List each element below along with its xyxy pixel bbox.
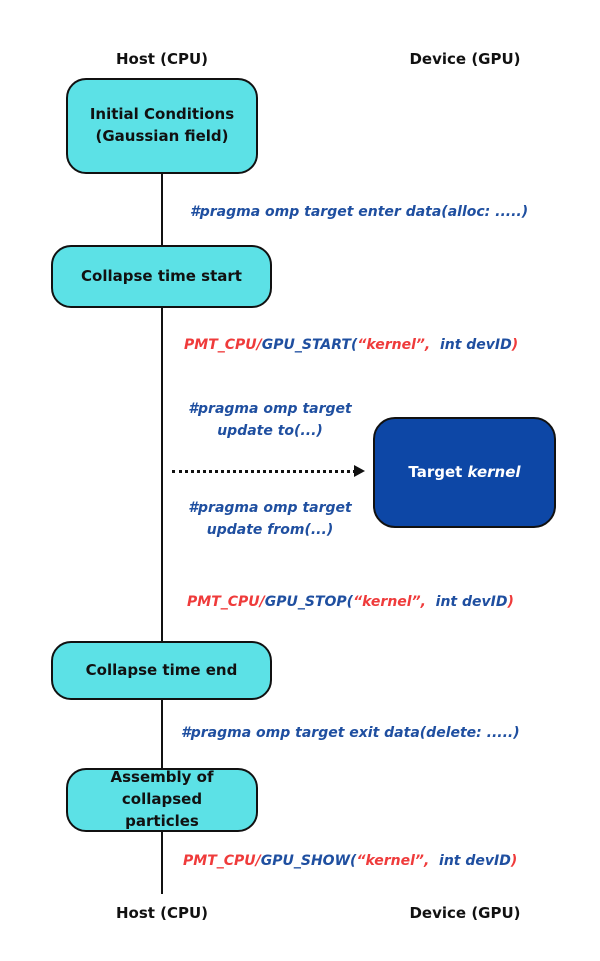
update-to-pragma: #pragma omp target update to(...) (188, 401, 352, 439)
pmt-stop-call: PMT_CPU/GPU_STOP(“kernel”, int devID) (187, 594, 514, 610)
host-column-header-bottom: Host (CPU) (115, 904, 209, 922)
pmt-show-prefix: PMT_CPU/ (183, 853, 261, 869)
device-column-header-bottom: Device (GPU) (409, 904, 521, 922)
assembly-box: Assembly of collapsed particles (66, 768, 258, 832)
pmt-show-close: ) (510, 853, 518, 869)
pmt-stop-arg2: int devID (425, 594, 508, 610)
host-column-header-top: Host (CPU) (115, 50, 209, 68)
timeline-segment-4 (161, 832, 163, 894)
pmt-start-prefix: PMT_CPU/ (184, 337, 262, 353)
target-kernel-box: Target kernel (373, 417, 556, 528)
timeline-segment-2 (161, 308, 163, 641)
target-kernel-prefix: Target (408, 462, 468, 481)
device-column-header-top: Device (GPU) (409, 50, 521, 68)
kernel-launch-dotted-arrow (172, 470, 356, 473)
pmt-show-fn: GPU_SHOW( (260, 853, 357, 869)
collapse-end-label: Collapse time end (85, 660, 238, 679)
pmt-stop-fn: GPU_STOP( (264, 594, 354, 610)
pmt-start-fn: GPU_START( (261, 337, 358, 353)
pmt-stop-close: ) (507, 594, 514, 610)
pmt-start-arg2: int devID (430, 337, 512, 353)
pmt-show-arg1: “kernel”, (356, 853, 430, 869)
update-from-pragma: #pragma omp target update from(...) (188, 500, 352, 538)
target-kernel-italic: kernel (467, 462, 521, 481)
pmt-show-call: PMT_CPU/GPU_SHOW(“kernel”, int devID) (183, 853, 517, 869)
target-kernel-label: Target kernel (408, 462, 520, 484)
collapse-start-label: Collapse time start (81, 266, 242, 285)
collapse-end-box: Collapse time end (51, 641, 272, 700)
exit-data-pragma: #pragma omp target exit data(delete: ...… (181, 725, 520, 741)
enter-data-pragma: #pragma omp target enter data(alloc: ...… (190, 204, 529, 220)
arrow-head-icon (354, 465, 365, 477)
collapse-start-box: Collapse time start (51, 245, 272, 308)
pmt-stop-prefix: PMT_CPU/ (187, 594, 265, 610)
pmt-start-call: PMT_CPU/GPU_START(“kernel”, int devID) (184, 337, 518, 353)
pmt-start-arg1: “kernel”, (357, 337, 431, 353)
initial-conditions-box: Initial Conditions (Gaussian field) (66, 78, 258, 174)
pmt-stop-arg1: “kernel”, (353, 594, 426, 610)
pmt-show-arg2: int devID (429, 853, 511, 869)
timeline-segment-3 (161, 700, 163, 768)
timeline-segment-1 (161, 174, 163, 245)
initial-conditions-label: Initial Conditions (Gaussian field) (89, 105, 235, 145)
assembly-label: Assembly of collapsed particles (110, 768, 214, 830)
pmt-start-close: ) (511, 337, 519, 353)
